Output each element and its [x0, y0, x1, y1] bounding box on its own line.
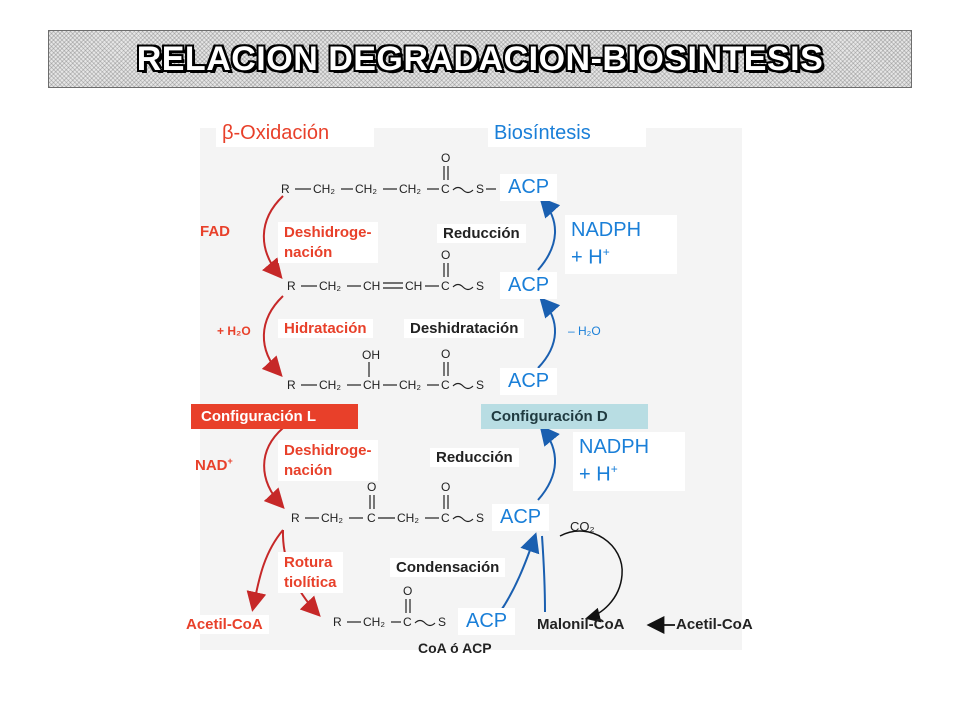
label-h2o-plus: + H₂O	[217, 324, 251, 338]
badge-configuracion-d: Configuración D	[481, 404, 648, 430]
svg-text:S: S	[438, 615, 446, 629]
svg-text:CH₂: CH₂	[321, 511, 343, 525]
co2-loop-arrow	[559, 530, 623, 623]
red-arrow-1	[262, 195, 284, 280]
blue-arrow-1	[537, 197, 561, 271]
svg-text:R: R	[333, 615, 342, 629]
label-co2: CO₂	[570, 519, 595, 534]
svg-text:CH₂: CH₂	[319, 279, 341, 293]
structure-5: R CH₂ C O S	[333, 584, 446, 629]
structure-1: R CH₂ CH₂ CH₂ C O S	[281, 151, 496, 196]
page-title: RELACION DEGRADACION-BIOSINTESIS	[136, 39, 824, 78]
acp-label-1: ACP	[500, 174, 558, 201]
svg-text:R: R	[287, 279, 296, 293]
label-reduccion-2: Reducción	[430, 448, 519, 468]
label-nad: NAD+	[195, 456, 233, 474]
blue-arrow-3	[537, 424, 560, 501]
svg-text:CH₂: CH₂	[397, 511, 419, 525]
label-acetil-coa-left: Acetil-CoA	[180, 615, 269, 635]
red-arrow-2	[261, 295, 284, 377]
svg-text:R: R	[287, 378, 296, 392]
svg-text:S: S	[476, 279, 484, 293]
label-h2o-minus: – H₂O	[568, 324, 601, 338]
svg-text:CH₂: CH₂	[319, 378, 341, 392]
header-biosintesis: Biosíntesis	[488, 120, 646, 147]
svg-text:O: O	[403, 584, 412, 598]
label-deshidrogenacion-1: Deshidroge-nación	[278, 222, 378, 263]
s1-ch2-b: CH₂	[355, 182, 377, 196]
acp-label-3: ACP	[500, 368, 558, 395]
svg-text:CH: CH	[363, 279, 380, 293]
label-deshidratacion: Deshidratación	[404, 319, 525, 339]
label-nadph-2: NADPH+ H+	[573, 432, 685, 491]
s1-s: S	[476, 182, 484, 196]
blue-arrow-2	[537, 297, 561, 369]
label-deshidrogenacion-2: Deshidroge-nación	[278, 440, 378, 481]
label-nadph-1: NADPH+ H+	[565, 215, 677, 274]
label-hidratacion: Hidratación	[278, 319, 373, 339]
structure-2: R CH₂ CH CH C O S	[287, 248, 484, 293]
svg-text:CH₂: CH₂	[363, 615, 385, 629]
label-condensacion: Condensación	[390, 558, 506, 578]
svg-text:C: C	[441, 511, 450, 525]
badge-configuracion-l: Configuración L	[191, 404, 358, 430]
svg-text:O: O	[441, 480, 450, 494]
svg-text:O: O	[441, 347, 450, 361]
structure-4: R CH₂ C O CH₂ C O S	[291, 480, 484, 525]
s1-ch2-c: CH₂	[399, 182, 421, 196]
acp-label-5: ACP	[458, 608, 516, 635]
label-fad: FAD	[200, 223, 230, 240]
svg-text:CH: CH	[405, 279, 422, 293]
red-arrow-4	[246, 529, 284, 612]
red-arrow-3	[263, 427, 285, 509]
label-acetil-coa-right: Acetil-CoA	[676, 616, 753, 633]
acp-label-2: ACP	[500, 272, 558, 299]
svg-text:S: S	[476, 511, 484, 525]
svg-text:C: C	[403, 615, 412, 629]
label-coa-o-acp: CoA ó ACP	[418, 640, 492, 656]
svg-text:O: O	[367, 480, 376, 494]
s1-ch2-a: CH₂	[313, 182, 335, 196]
blue-arrow-5	[541, 535, 546, 613]
title-banner: RELACION DEGRADACION-BIOSINTESIS	[48, 30, 912, 88]
acp-label-4: ACP	[492, 504, 550, 531]
blue-arrow-4	[499, 532, 540, 613]
s1-r: R	[281, 182, 290, 196]
svg-text:S: S	[476, 378, 484, 392]
s1-oxygen: O	[441, 151, 450, 165]
svg-text:CH₂: CH₂	[399, 378, 421, 392]
svg-text:C: C	[367, 511, 376, 525]
svg-text:O: O	[441, 248, 450, 262]
svg-text:C: C	[441, 279, 450, 293]
s1-c: C	[441, 182, 450, 196]
structure-3: R CH₂ CH OH CH₂ C O S	[287, 347, 484, 392]
svg-text:CH: CH	[363, 378, 380, 392]
svg-text:OH: OH	[362, 348, 380, 362]
header-beta-oxidation: β-Oxidación	[216, 120, 374, 147]
svg-text:R: R	[291, 511, 300, 525]
label-malonil-coa: Malonil-CoA	[537, 616, 625, 633]
svg-text:C: C	[441, 378, 450, 392]
label-reduccion-1: Reducción	[437, 224, 526, 244]
